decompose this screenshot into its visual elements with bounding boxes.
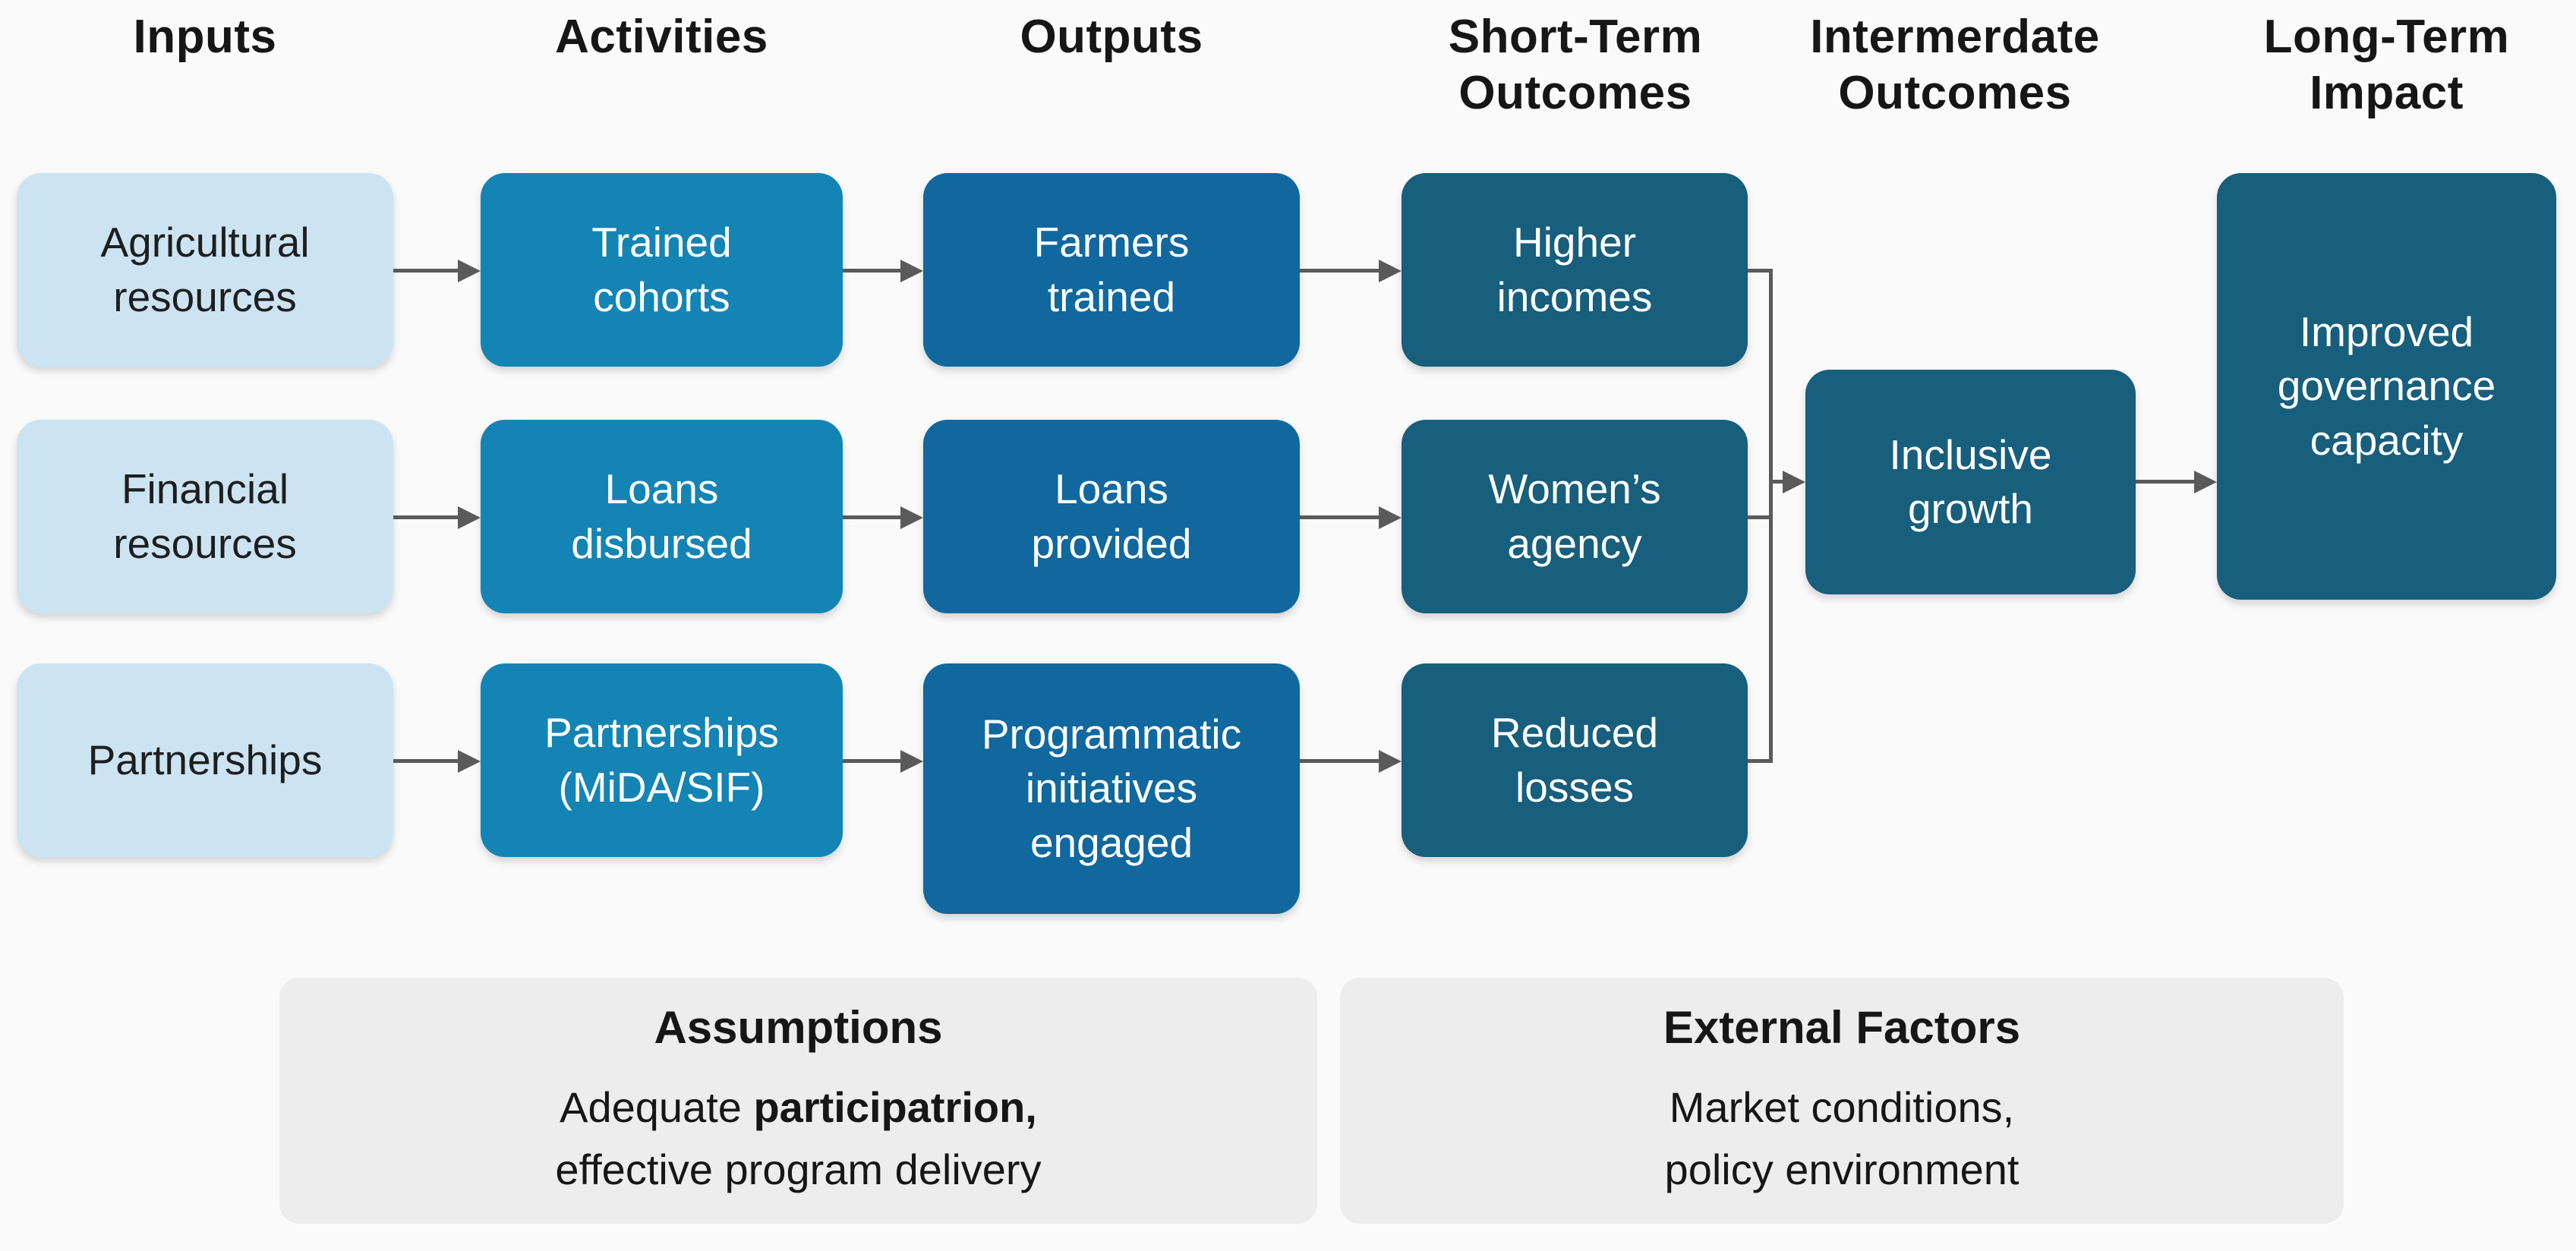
connector-stub-womens-agency [1748, 515, 1772, 519]
external-factors-body-line2: policy environment [1664, 1145, 2019, 1193]
arrow-inclusive-growth-improved-governance [2136, 480, 2194, 484]
short-term-box-reduced-losses: Reduced losses [1402, 663, 1748, 857]
input-box-financial-resources: Financial resources [17, 420, 393, 613]
arrow-outputs-shortterm-row3 [1300, 759, 1379, 763]
assumptions-title: Assumptions [654, 1002, 943, 1054]
activity-box-partnerships-mida-sif: Partnerships (MiDA/SIF) [481, 663, 843, 857]
connector-stub-reduced-losses [1748, 759, 1772, 763]
arrow-outputs-shortterm-row2 [1300, 515, 1379, 519]
arrow-inputs-activities-row1 [393, 269, 458, 273]
external-factors-body: Market conditions, policy environment [1665, 1076, 2019, 1199]
arrow-activities-outputs-row1 [843, 269, 900, 273]
arrow-activities-outputs-row3 [843, 759, 900, 763]
header-short-term-outcomes: Short-Term Outcomes [1448, 11, 1703, 120]
input-box-agricultural-resources: Agricultural resources [17, 173, 393, 367]
connector-stub-higher-incomes [1748, 269, 1772, 273]
long-term-box-improved-governance: Improved governance capacity [2217, 173, 2556, 600]
short-term-box-higher-incomes: Higher incomes [1402, 173, 1748, 367]
header-intermediate-outcomes: Intermerdate Outcomes [1810, 11, 2100, 120]
intermediate-box-inclusive-growth: Inclusive growth [1805, 370, 2136, 594]
assumptions-body-prefix: Adequate [560, 1083, 754, 1132]
external-factors-body-line1: Market conditions, [1669, 1083, 2015, 1132]
arrow-inputs-activities-row3 [393, 759, 458, 763]
arrow-bus-inclusive-growth [1770, 480, 1783, 484]
arrow-inputs-activities-row2 [393, 515, 458, 519]
header-long-term-impact: Long-Term Impact [2263, 11, 2510, 120]
activity-box-trained-cohorts: Trained cohorts [481, 173, 843, 367]
assumptions-body: Adequate participatrion, effective progra… [555, 1076, 1041, 1199]
assumptions-note: Assumptions Adequate participatrion, effe… [279, 978, 1317, 1224]
short-term-box-womens-agency: Women’s agency [1402, 420, 1748, 613]
output-box-farmers-trained: Farmers trained [923, 173, 1300, 367]
external-factors-title: External Factors [1663, 1002, 2021, 1054]
header-inputs: Inputs [133, 11, 277, 63]
external-factors-note: External Factors Market conditions, polic… [1340, 978, 2344, 1224]
activity-box-loans-disbursed: Loans disbursed [481, 420, 843, 613]
assumptions-body-bold: participatrion, [753, 1083, 1037, 1132]
header-outputs: Outputs [1020, 11, 1203, 63]
arrow-outputs-shortterm-row1 [1300, 269, 1379, 273]
connector-bus-vertical [1769, 269, 1773, 763]
input-box-partnerships: Partnerships [17, 663, 393, 857]
arrow-activities-outputs-row2 [843, 515, 900, 519]
assumptions-body-line2: effective program delivery [555, 1145, 1042, 1193]
output-box-loans-provided: Loans provided [923, 420, 1300, 613]
header-activities: Activities [555, 11, 768, 63]
output-box-programmatic-initiatives: Programmatic initiatives engaged [923, 663, 1300, 914]
